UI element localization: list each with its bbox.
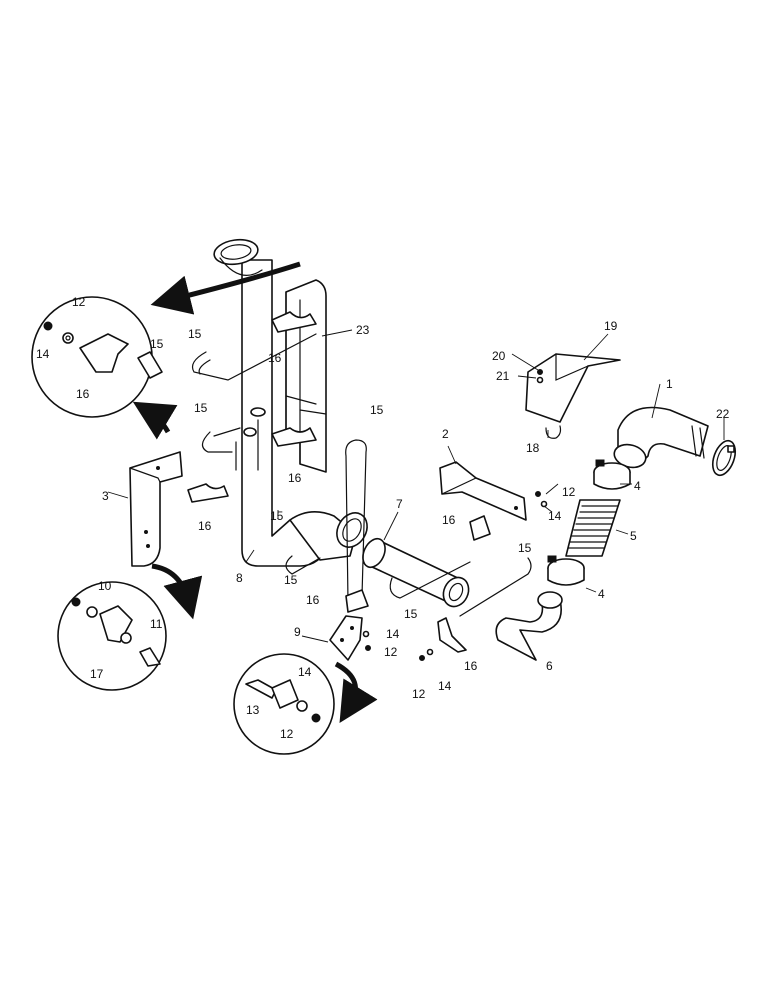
saddle-clamp-4	[345, 589, 369, 613]
callout-15e: 15	[284, 573, 298, 587]
u-bolt-diagonal	[459, 557, 532, 617]
lower-bracket	[437, 617, 467, 653]
top-shield-bracket	[525, 353, 621, 439]
callout-15g: 15	[518, 541, 532, 555]
hose-clamp-lower	[547, 555, 585, 586]
detail-view-lower	[57, 581, 167, 691]
callout-16b: 16	[268, 351, 282, 365]
horizontal-exhaust-pipe	[289, 511, 470, 608]
callout-2: 2	[442, 427, 449, 441]
flexible-bellows	[565, 499, 621, 557]
callout-15c: 15	[194, 401, 208, 415]
callout-14e: 14	[298, 665, 312, 679]
callout-15d: 15	[370, 403, 384, 417]
callout-10: 10	[98, 579, 112, 593]
callout-12b: 12	[562, 485, 576, 499]
u-bolt-right	[389, 561, 471, 599]
callout-16a: 16	[76, 387, 90, 401]
saddle-clamp-1	[271, 311, 317, 333]
callout-15h: 15	[270, 509, 284, 523]
exhaust-elbow-upper	[613, 406, 709, 469]
detail-view-upper	[31, 296, 163, 418]
callout-4b: 4	[598, 587, 605, 601]
u-bolt-middle	[201, 427, 241, 453]
callout-16g: 16	[464, 659, 478, 673]
callout-3: 3	[102, 489, 109, 503]
callout-15b: 15	[188, 327, 202, 341]
saddle-clamp-5	[469, 515, 491, 541]
callout-18: 18	[526, 441, 540, 455]
callout-16d: 16	[198, 519, 212, 533]
callout-12d: 12	[412, 687, 426, 701]
saddle-clamp-3	[187, 483, 229, 503]
leader-lines	[107, 329, 725, 643]
callout-4a: 4	[634, 479, 641, 493]
exhaust-elbow-lower	[495, 591, 563, 661]
callout-9: 9	[294, 625, 301, 639]
callout-21: 21	[496, 369, 510, 383]
callout-20: 20	[492, 349, 506, 363]
callout-5: 5	[630, 529, 637, 543]
callout-15a: 15	[150, 337, 164, 351]
detail-view-bottom	[233, 653, 335, 755]
vertical-exhaust-pipe	[213, 238, 327, 567]
callout-8: 8	[236, 571, 243, 585]
callout-11: 11	[150, 617, 163, 631]
hose-clamp	[711, 439, 737, 477]
hose-clamp-upper	[593, 459, 631, 490]
callout-14b: 14	[548, 509, 562, 523]
saddle-clamp-2	[271, 427, 317, 447]
u-bolt-upper	[191, 333, 317, 381]
callout-labels: 1 2 3 4 4 5 6 7 8 9 10 11 12 12 12 12 12…	[36, 295, 730, 741]
callout-14a: 14	[36, 347, 50, 361]
callout-22: 22	[716, 407, 730, 421]
callout-1: 1	[666, 377, 673, 391]
callout-16c: 16	[288, 471, 302, 485]
mounting-bracket-right	[439, 461, 527, 521]
callout-13: 13	[246, 703, 260, 717]
hardware-nuts	[362, 369, 548, 661]
callout-14c: 14	[386, 627, 400, 641]
callout-6: 6	[546, 659, 553, 673]
u-bolt-long	[345, 439, 367, 603]
callout-23: 23	[356, 323, 370, 337]
callout-16f: 16	[306, 593, 320, 607]
callout-12e: 12	[280, 727, 294, 741]
callout-17: 17	[90, 667, 104, 681]
reference-arrows	[132, 261, 378, 724]
support-bracket	[329, 615, 363, 661]
callout-19: 19	[604, 319, 618, 333]
callout-16e: 16	[442, 513, 456, 527]
u-bolt-lower	[285, 555, 321, 575]
callout-15f: 15	[404, 607, 418, 621]
mounting-bracket-left	[129, 451, 183, 567]
callout-12a: 12	[72, 295, 86, 309]
callout-7: 7	[396, 497, 403, 511]
callout-12c: 12	[384, 645, 398, 659]
callout-14d: 14	[438, 679, 452, 693]
